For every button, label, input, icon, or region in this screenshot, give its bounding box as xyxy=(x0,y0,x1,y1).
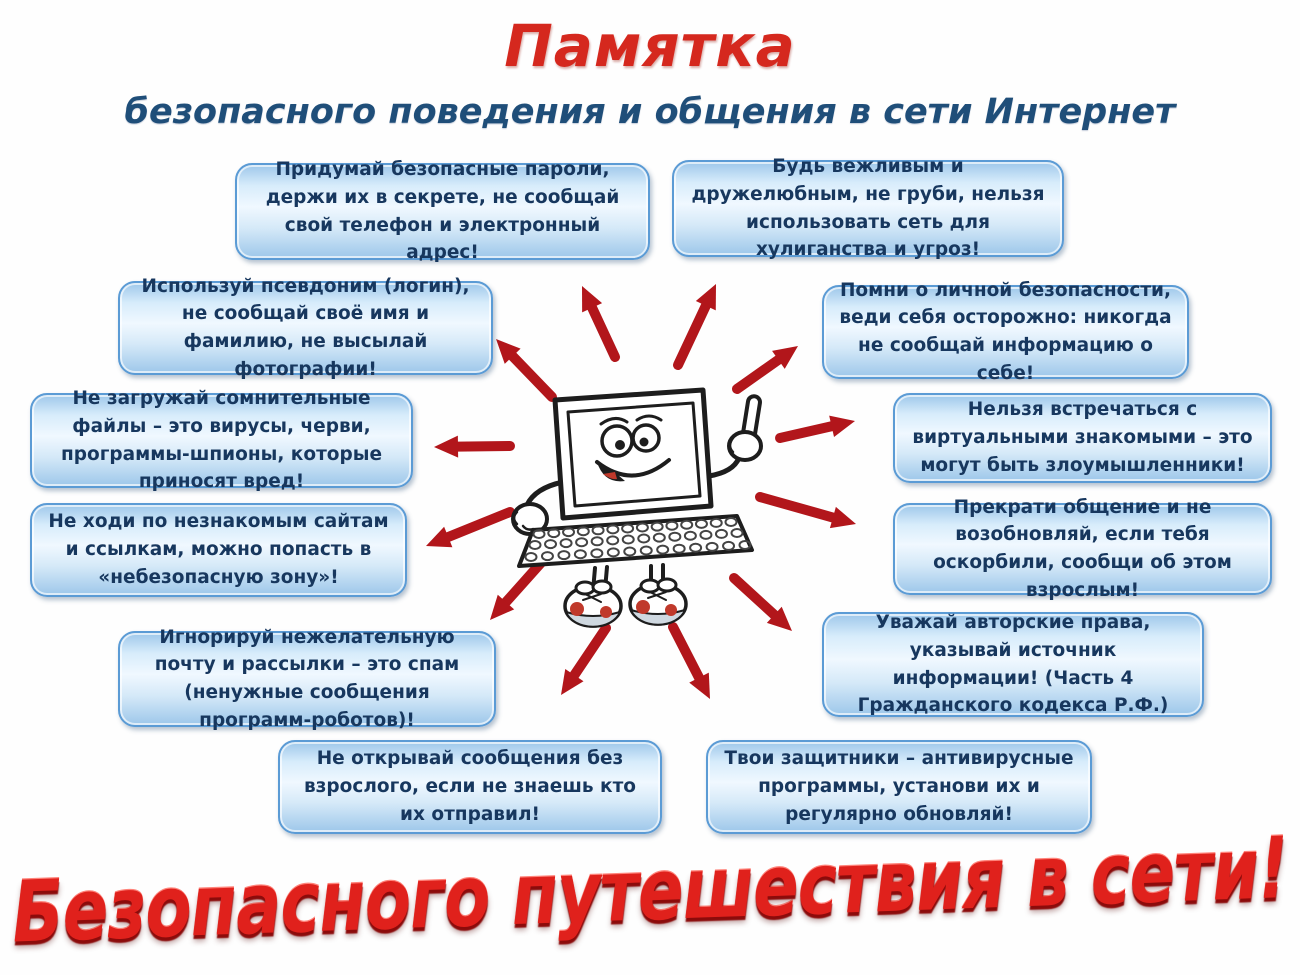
page-subtitle: безопасного поведения и общения в сети И… xyxy=(124,92,1176,132)
mascot-right-arm xyxy=(706,455,742,479)
tip-text: Не ходи по незнакомым сайтам и ссылкам, … xyxy=(48,511,389,588)
tip-text: Уважай авторские права, указывай источни… xyxy=(857,612,1169,717)
tip-box-suspicious-files: Не загружай сомнительные файлы – это вир… xyxy=(30,388,413,492)
tip-box-passwords: Придумай безопасные пароли, держи их в с… xyxy=(235,159,650,263)
mascot-face xyxy=(595,414,671,482)
tip-text: Не загружай сомнительные файлы – это вир… xyxy=(60,388,383,493)
tip-box-copyright: Уважай авторские права, указывай источни… xyxy=(822,612,1204,717)
mascot-left-arm xyxy=(524,479,566,508)
arrow xyxy=(732,346,798,394)
tip-text: Будь вежливым и дружелюбным, не груби, н… xyxy=(691,156,1045,261)
tip-box-nickname: Используй псевдоним (логин), не сообщай … xyxy=(118,276,493,380)
tip-box-unknown-messages: Не открывай сообщения без взрослого, есл… xyxy=(278,740,662,834)
mascot-right-hand xyxy=(727,430,763,462)
tip-text: Помни о личной безопасности, веди себя о… xyxy=(839,279,1172,384)
tip-text: Используй псевдоним (логин), не сообщай … xyxy=(141,275,470,380)
mascot-sneakers xyxy=(563,577,688,628)
tip-text: Твои защитники – антивирусные программы,… xyxy=(724,748,1074,825)
arrow xyxy=(775,415,855,443)
arrow xyxy=(668,622,710,699)
arrow xyxy=(729,573,792,631)
arrow xyxy=(755,492,856,529)
tip-text: Нельзя встречаться с виртуальными знаком… xyxy=(912,399,1253,476)
arrow xyxy=(496,339,557,402)
tip-box-virtual-strangers: Нельзя встречаться с виртуальными знаком… xyxy=(893,393,1272,483)
page-title: Памятка xyxy=(504,12,796,80)
tip-text: Придумай безопасные пароли, держи их в с… xyxy=(265,159,620,264)
mascot-keyboard xyxy=(517,514,754,568)
tip-box-stop-communication: Прекрати общение и не возобновляй, если … xyxy=(893,497,1272,601)
arrow xyxy=(582,286,620,362)
arrow xyxy=(561,623,611,695)
tip-box-personal-safety: Помни о личной безопасности, веди себя о… xyxy=(822,280,1189,384)
tip-box-unknown-sites: Не ходи по незнакомым сайтам и ссылкам, … xyxy=(30,503,407,597)
tip-box-antivirus: Твои защитники – антивирусные программы,… xyxy=(706,740,1092,834)
tip-box-spam: Игнорируй нежелательную почту и рассылки… xyxy=(118,627,496,731)
tip-text: Не открывай сообщения без взрослого, есл… xyxy=(303,748,637,825)
mascot-screen-inner xyxy=(566,401,702,508)
tip-text: Прекрати общение и не возобновляй, если … xyxy=(933,496,1232,601)
tip-box-politeness: Будь вежливым и дружелюбным, не груби, н… xyxy=(672,156,1064,260)
arrow xyxy=(426,507,515,548)
arrow xyxy=(434,435,515,458)
arrow xyxy=(673,284,716,370)
tip-text: Игнорируй нежелательную почту и рассылки… xyxy=(154,626,460,731)
